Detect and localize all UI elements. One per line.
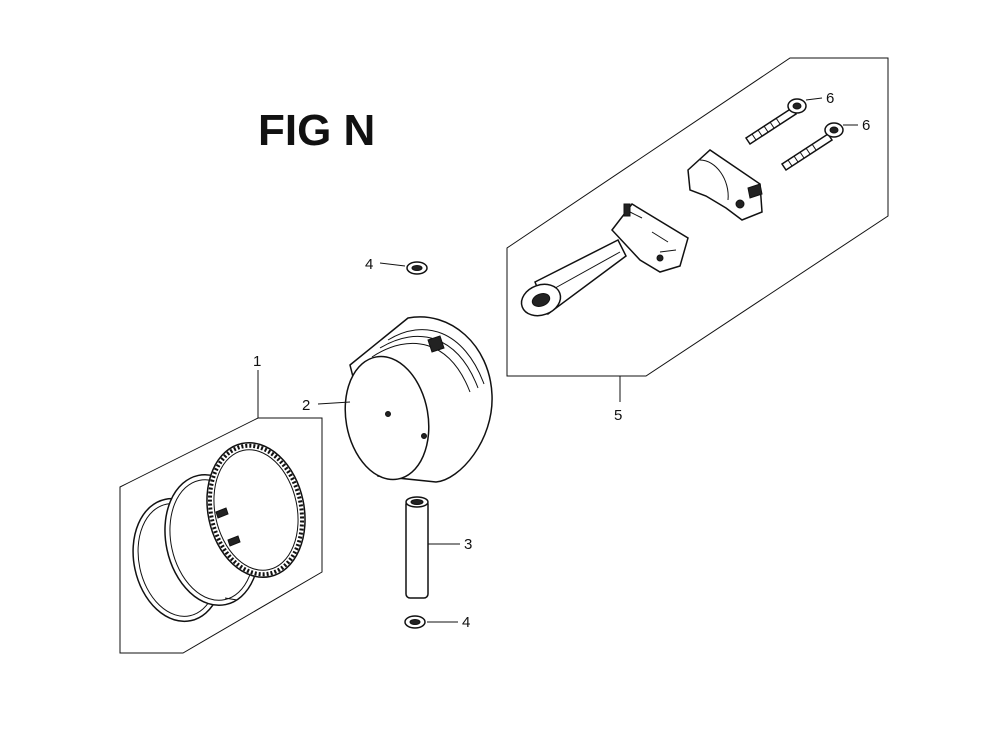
piston-ring-set: 1 [119, 353, 323, 654]
rod-cap-face [747, 183, 763, 199]
piston-notch [427, 335, 445, 353]
rod-big-end-detail [629, 211, 677, 253]
rod-cap [687, 149, 763, 221]
callout-5: 5 [614, 407, 622, 424]
connecting-rod-assembly: 5 [506, 57, 889, 424]
pin-clip-lower: 4 [404, 614, 470, 631]
rod-cap-bolt-hole [735, 199, 745, 209]
piston-pin-bore [410, 499, 424, 505]
ring-gap-mark [215, 507, 229, 519]
piston-crown [344, 355, 430, 481]
piston-pin-body [405, 499, 429, 599]
oil-ring-inner [213, 449, 299, 571]
rod-bolt-upper-shank [744, 106, 798, 146]
callout-3: 3 [464, 536, 472, 553]
rod-bolt-upper: 6 [744, 90, 834, 146]
ring-gap-mark [227, 535, 241, 547]
leader-line-2 [317, 401, 351, 405]
callout-6-upper: 6 [826, 90, 834, 107]
piston-mark [421, 433, 427, 439]
rod-bolt-upper-thread [751, 117, 781, 141]
ring-groove [387, 329, 485, 385]
callout-2: 2 [302, 397, 310, 414]
rod-bolt-lower: 6 [780, 117, 870, 172]
leader-line-6a [805, 97, 823, 101]
callout-4-upper: 4 [365, 256, 373, 273]
callout-4-lower: 4 [462, 614, 470, 631]
rod-assembly-outline [506, 57, 889, 377]
callout-6-lower: 6 [862, 117, 870, 134]
pin-clip-upper-hole [411, 265, 423, 271]
pin-clip-lower-hole [409, 619, 421, 625]
rod-bolt-lower-head-top [829, 126, 839, 134]
piston-mark [385, 411, 391, 417]
piston: 2 [302, 316, 493, 483]
ring-gap-mark [224, 597, 238, 601]
rod-bolt-lower-thread [787, 143, 817, 167]
rod-big-end [611, 203, 689, 273]
leader-line-4a [379, 262, 406, 267]
ring-groove [371, 342, 471, 393]
rod-oil-dipper [623, 203, 631, 217]
rod-cap-bearing [699, 159, 729, 201]
callout-1: 1 [253, 353, 261, 370]
pin-clip-upper: 4 [365, 256, 428, 275]
oil-ring-ribs [207, 443, 305, 577]
piston-pin: 3 [405, 496, 472, 599]
rod-bolt-upper-head-top [792, 102, 802, 110]
figure-title: FIG N [258, 106, 375, 155]
rod-bolt-hole [656, 254, 664, 262]
rod-small-end-bore [531, 293, 551, 307]
rod-bolt-lower-shank [780, 132, 834, 172]
rod-beam-rib [547, 251, 621, 293]
